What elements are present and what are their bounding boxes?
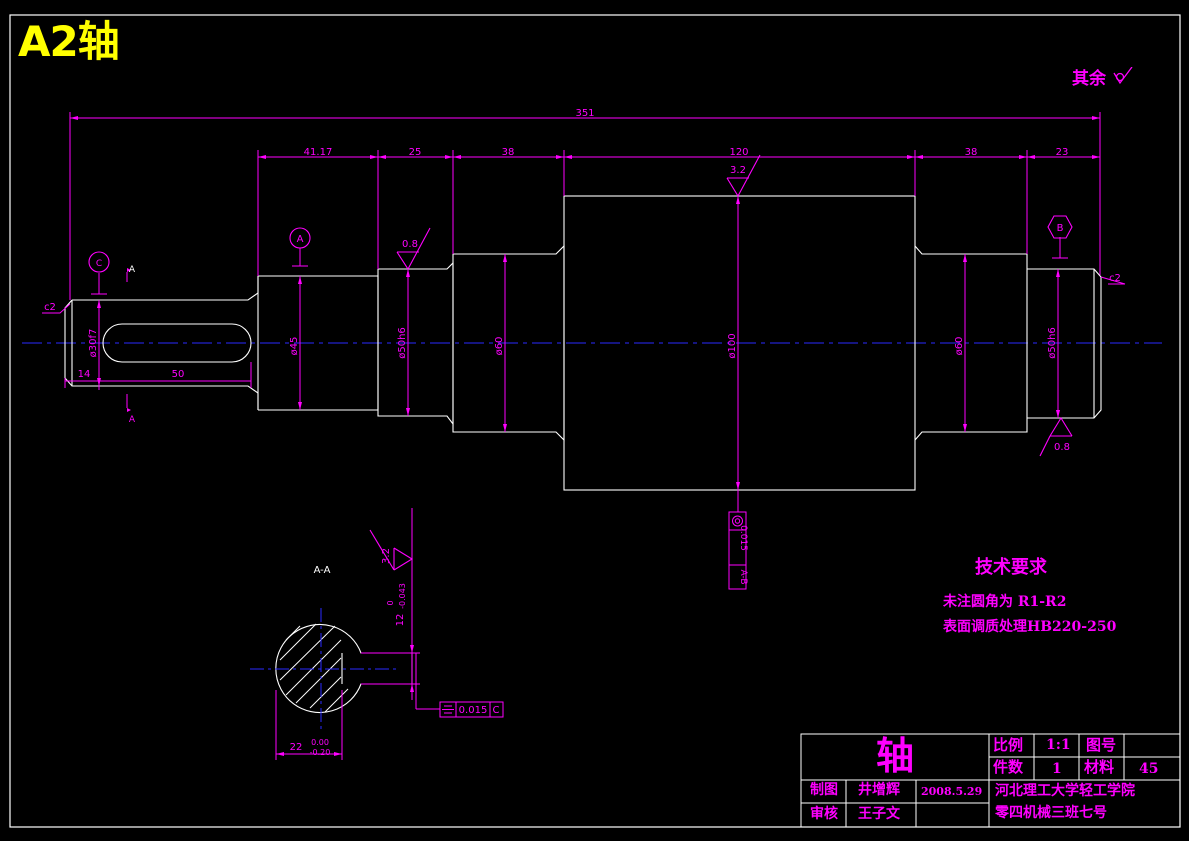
datum-a-icon [289,227,311,249]
scale-label: 比例 [993,736,1024,754]
dim-key-length: 50 [172,369,185,380]
symmetry-icon [442,705,454,714]
datum-a-label: A [297,234,304,245]
coaxiality-icon [732,515,743,527]
drawn-by: 井增辉 [858,782,900,798]
datum-c-icon [88,251,110,273]
school-name: 河北理工大学轻工学院 [995,783,1135,799]
title-block [800,733,1181,828]
dia-6: ø60 [954,337,965,356]
qty-label: 件数 [993,758,1024,776]
dim-seg-2: 25 [409,147,422,158]
coaxiality-value: 0.015 [738,525,748,551]
tolerance-frames [439,511,747,718]
dim-seg-3: 38 [502,147,515,158]
section-hatch [279,623,349,713]
scale-value: 1:1 [1046,737,1071,753]
section-width-upper: 0 [386,600,395,605]
rest-surface-note-text: 其余 [1072,69,1106,89]
roughness-icon [393,547,414,571]
datum-c-label: C [96,259,102,269]
roughness-keyway: 3.2 [381,548,392,564]
datum-b-icon [1047,215,1073,239]
checked-label: 审核 [810,806,838,822]
qty-value: 1 [1052,761,1062,777]
symmetry-datum: C [493,705,500,716]
dia-3: ø50h6 [397,327,408,359]
dia-7: ø50h6 [1047,327,1058,359]
dia-4: ø60 [494,337,505,356]
datum-symbols [88,215,1073,273]
sheet-border [9,14,1181,828]
roughness-icon [396,227,431,271]
chamfer-right: c2 [1109,273,1121,284]
roughness-journal-right: 0.8 [1054,442,1070,453]
section-width-lower: -0.043 [398,583,407,609]
roughness-symbol-icon [1113,66,1133,85]
roughness-icon [1049,416,1073,437]
dimension-arrows [70,116,1100,756]
roughness-icon [726,154,761,198]
checked-by: 王子文 [858,806,900,822]
symmetry-value: 0.015 [459,705,488,716]
dia-2: ø45 [289,337,300,356]
coaxiality-frame [728,511,747,590]
coaxiality-datum: A-B [738,569,748,584]
dimension-texts: 351 41.17 25 38 120 38 23 14 50 c2 c2 ø3… [44,108,1121,757]
material-label: 材料 [1084,758,1115,776]
rest-surface-note: 其余 [1072,64,1134,89]
section-depth-lower: -0.20 [310,748,331,757]
symmetry-frame [439,701,504,718]
roughness-journal-left: 0.8 [402,239,418,250]
material-value: 45 [1139,761,1159,777]
dim-seg-6: 23 [1056,147,1069,158]
section-centerlines [250,608,400,730]
section-mark-bottom: A [129,415,136,425]
drawn-date: 2008.5.29 [921,785,983,798]
drawn-label: 制图 [810,782,838,798]
dia-1: ø30f7 [88,329,99,358]
class-name: 零四机械三班七号 [995,805,1107,821]
tech-requirement-2: 表面调质处理HB220-250 [943,619,1117,635]
dia-5: ø100 [727,333,738,358]
dimension-lines [42,112,1126,760]
dim-seg-4: 120 [729,147,748,158]
datum-b-label: B [1057,223,1064,234]
shaft-outline [64,195,1102,714]
section-depth-upper: 0.00 [311,738,329,747]
roughness-body: 3.2 [730,165,746,176]
tech-requirement-1: 未注圆角为 R1-R2 [943,594,1067,610]
section-depth-main: 22 [290,742,303,753]
drawing-no-label: 图号 [1086,736,1117,754]
chamfer-left: c2 [44,302,56,313]
dim-seg-1: 41.17 [304,147,333,158]
drawing-title: A2轴 [18,17,120,66]
dim-key-offset: 14 [78,369,91,380]
part-name: 轴 [876,733,915,778]
dim-seg-5: 38 [965,147,978,158]
dim-overall: 351 [575,108,594,119]
section-mark-top: A [129,265,136,275]
roughness-symbols [369,154,1073,571]
section-width-main: 12 [395,614,406,627]
section-label: A-A [314,565,331,576]
tech-requirements-title: 技术要求 [975,557,1047,578]
